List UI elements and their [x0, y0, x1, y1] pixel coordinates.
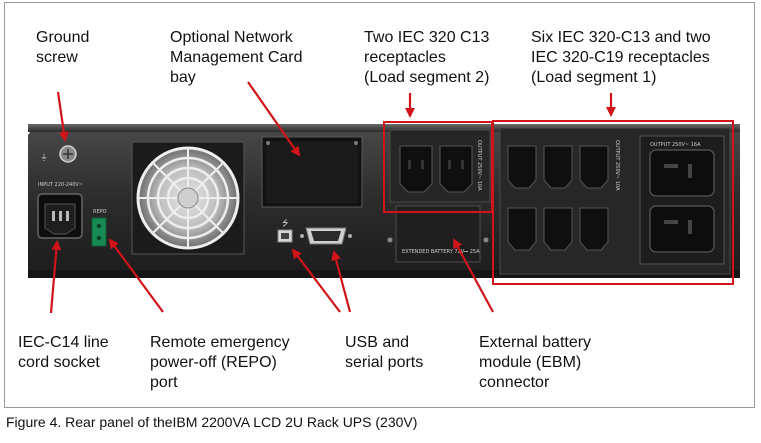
segment-1-highlight	[492, 120, 734, 285]
repo-arrow	[108, 238, 164, 313]
outlet-icon	[579, 207, 609, 251]
outlet-icon	[507, 207, 537, 251]
seg2-marking: OUTPUT 250V~ 10A	[476, 140, 482, 191]
svg-text:⏚: ⏚	[40, 153, 48, 162]
ground-screw-arrow	[56, 91, 69, 142]
seg1-side-marking: OUTPUT 250V~ 10A	[614, 140, 620, 191]
serial-port-icon	[300, 227, 352, 245]
ground-screw-label: Ground screw	[36, 29, 90, 66]
segment-2-label: Two IEC 320 C13 receptacles (Load segmen…	[364, 29, 490, 86]
repo-port-label: Remote emergency power-off (REPO) port	[150, 334, 290, 391]
usb-icon: ⭍	[277, 219, 293, 243]
outlet-icon	[649, 205, 715, 253]
segment-1-label: Six IEC 320-C13 and two IEC 320-C19 rece…	[531, 29, 711, 86]
serial-arrow	[331, 250, 352, 313]
repo-port-icon	[91, 217, 107, 247]
outlet-icon	[579, 145, 609, 189]
repo-marking: REPO	[93, 209, 107, 215]
ups-rear-panel-diagram: ⏚ INPUT 220-240V~ REPO	[28, 81, 740, 314]
outlet-icon	[543, 207, 573, 251]
ground-screw-icon: ⏚	[40, 145, 77, 163]
network-card-bay	[261, 136, 363, 208]
fan-icon	[131, 141, 245, 255]
network-card-bay-label: Optional Network Management Card bay	[170, 29, 303, 86]
usb-arrow	[291, 248, 341, 313]
network-bay-arrow	[247, 81, 301, 157]
ebm-arrow	[453, 238, 494, 313]
ebm-connector-label: External battery module (EBM) connector	[479, 334, 592, 391]
outlet-icon	[439, 145, 473, 193]
load-segment-1-outlets: OUTPUT 250V~ 16A OUTPUT 250V~ 10A	[499, 127, 731, 275]
c14-socket-label: IEC-C14 line cord socket	[18, 334, 109, 371]
outlet-icon	[649, 149, 715, 197]
seg1-top-marking: OUTPUT 250V~ 16A	[650, 142, 701, 148]
outlet-icon	[399, 145, 433, 193]
ebm-marking: EXTENDED BATTERY 72V⎓ 25A	[402, 249, 480, 255]
svg-text:⭍: ⭍	[282, 219, 289, 228]
input-marking: INPUT 220-240V~	[38, 182, 83, 188]
outlet-icon	[543, 145, 573, 189]
usb-serial-label: USB and serial ports	[345, 334, 424, 371]
c14-arrow	[49, 240, 62, 314]
outlet-icon	[507, 145, 537, 189]
figure-caption: Figure 4. Rear panel of theIBM 2200VA LC…	[6, 414, 418, 430]
ebm-connector: EXTENDED BATTERY 72V⎓ 25A	[387, 205, 489, 263]
load-segment-2-outlets: OUTPUT 250V~ 10A	[389, 129, 491, 203]
power-inlet-icon	[37, 193, 83, 239]
